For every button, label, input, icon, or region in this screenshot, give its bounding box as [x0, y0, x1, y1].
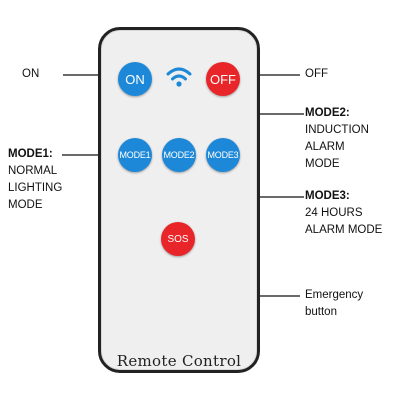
mode3-button[interactable]: MODE3: [206, 138, 240, 172]
annotation-off: OFF: [305, 68, 328, 80]
annotation-mode3-line: ALARM MODE: [305, 224, 383, 236]
remote-control: ON OFF MODE1 MODE2 MODE3 SOS Remote Cont…: [98, 27, 260, 373]
annotation-mode2-line: INDUCTION: [305, 124, 369, 136]
annotation-mode3-title: MODE3:: [305, 190, 350, 202]
annotation-mode1-line: MODE: [8, 199, 43, 211]
on-button[interactable]: ON: [118, 62, 152, 96]
remote-label: Remote Control: [116, 352, 242, 370]
annotation-mode1-title: MODE1:: [8, 148, 53, 160]
annotation-mode1-line: NORMAL: [8, 165, 58, 177]
off-button[interactable]: OFF: [206, 62, 240, 96]
annotation-mode2-line: MODE: [305, 158, 340, 170]
annotation-sos: Emergency button: [305, 287, 363, 321]
annotation-mode2-title: MODE2:: [305, 107, 350, 119]
annotation-mode3: MODE3: 24 HOURS ALARM MODE: [305, 188, 382, 239]
mode1-button[interactable]: MODE1: [118, 138, 152, 172]
annotation-sos-line: Emergency: [305, 289, 364, 301]
annotation-on: ON: [22, 68, 40, 80]
annotation-mode2-line: ALARM: [305, 141, 345, 153]
annotation-sos-line: button: [305, 306, 337, 318]
wifi-icon: [166, 67, 192, 87]
mode2-button[interactable]: MODE2: [162, 138, 196, 172]
annotation-mode1-line: LIGHTING: [8, 182, 63, 194]
annotation-mode2: MODE2: INDUCTION ALARM MODE: [305, 105, 369, 173]
annotation-mode3-line: 24 HOURS: [305, 207, 363, 219]
annotation-mode1: MODE1: NORMAL LIGHTING MODE: [8, 146, 62, 214]
sos-button[interactable]: SOS: [161, 222, 195, 256]
